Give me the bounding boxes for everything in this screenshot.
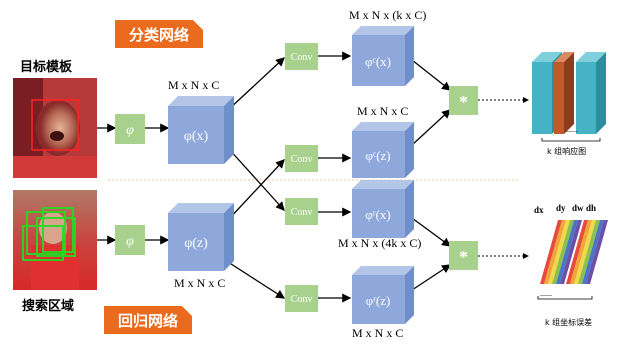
phi-c-z-label: φᶜ(z) <box>365 148 390 163</box>
reg-label-dx: dx <box>534 205 544 215</box>
conv-label: Conv <box>291 52 313 63</box>
phi-label: φ <box>126 234 134 249</box>
conv-box-reg-template: Conv <box>285 198 318 225</box>
cls-caption: k 组响应图 <box>547 147 587 156</box>
reg-label-dh: dh <box>586 204 596 213</box>
conv-label: Conv <box>291 294 313 305</box>
template-label: 目标模板 <box>20 60 73 75</box>
reg-group-1 <box>540 220 582 284</box>
search-region-label: 搜索区域 <box>22 299 75 314</box>
conv-box-cls-template: Conv <box>285 43 318 70</box>
conv-label: Conv <box>291 207 313 218</box>
phi-z-label: φ(z) <box>184 236 208 251</box>
conv-box-reg-search: Conv <box>285 285 318 312</box>
phi-r-z-label: φʳ(z) <box>366 293 391 308</box>
phi-r-x-label: φʳ(x) <box>365 207 391 222</box>
cube-reg-z: φʳ(z) <box>352 266 414 324</box>
feature-cube-search: φ(z) <box>168 203 234 271</box>
regression-banner: 回归网络 <box>104 306 192 334</box>
phi-label: φ <box>126 123 134 138</box>
cube-reg-x: φʳ(x) <box>352 180 414 238</box>
reg-caption: k 组坐标误差 <box>545 318 593 327</box>
dim-cls-mid: M x N x C <box>357 104 409 118</box>
feature-cube-template: φ(x) <box>168 96 234 164</box>
reg-label-dy: dy <box>556 204 566 213</box>
reg-label-dw: dw <box>572 204 584 213</box>
search-image <box>13 190 97 290</box>
phi-box-template: φ <box>115 114 145 144</box>
phi-box-search: φ <box>115 225 145 255</box>
reg-group-2 <box>566 220 608 284</box>
template-image <box>13 78 97 178</box>
reg-coordinate-maps: dx dy dw dh ...... <box>534 204 608 300</box>
reg-dots: ...... <box>540 289 552 298</box>
phi-c-x-label: φᶜ(x) <box>365 54 391 69</box>
cls-dots: ...... <box>566 125 578 134</box>
xcorr-box-reg: * <box>449 241 478 270</box>
xcorr-label: * <box>459 92 468 112</box>
cube-cls-z: φᶜ(z) <box>352 122 414 178</box>
xcorr-label: * <box>459 247 468 267</box>
classification-banner: 分类网络 <box>115 20 203 48</box>
xcorr-box-cls: * <box>449 86 478 115</box>
dim-cls-out: M x N x (k x C) <box>349 8 427 22</box>
dim-mnc-top: M x N x C <box>168 78 220 92</box>
conv-box-cls-search: Conv <box>285 145 318 172</box>
conv-label: Conv <box>291 154 313 165</box>
dim-reg-out: M x N x (4k x C) <box>338 236 422 250</box>
dim-reg-bottom: M x N x C <box>352 326 404 340</box>
cls-response-maps: ...... <box>532 52 606 142</box>
phi-x-label: φ(x) <box>184 129 209 144</box>
dim-mnc-bottom: M x N x C <box>174 276 226 290</box>
cube-cls-x: φᶜ(x) <box>352 26 414 86</box>
